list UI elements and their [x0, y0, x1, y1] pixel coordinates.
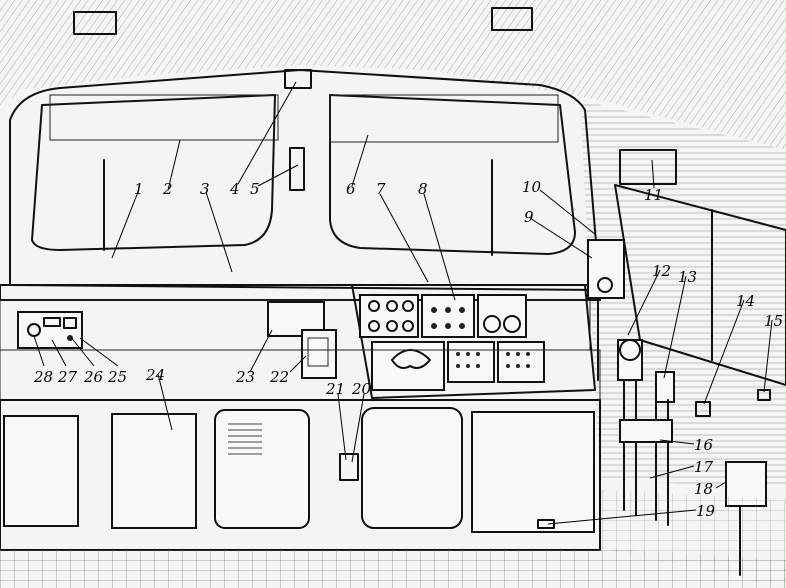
- switch-20-21: [339, 453, 359, 481]
- left-sun-visor: [49, 94, 279, 141]
- callout-23: 23: [235, 368, 255, 386]
- ceiling-light-left: [73, 11, 117, 35]
- callout-16: 16: [694, 436, 714, 454]
- callout-3: 3: [200, 180, 210, 198]
- cabinet-door-24: [111, 413, 197, 529]
- callout-8: 8: [418, 180, 428, 198]
- callout-14: 14: [736, 292, 755, 310]
- pedal-19: [537, 519, 555, 529]
- cabinet-door-3: [214, 409, 310, 529]
- button-panel-left: [447, 341, 495, 383]
- side-vent-grille: [619, 149, 677, 185]
- callout-10: 10: [522, 178, 542, 196]
- leader-lines: [33, 81, 773, 525]
- right-windshield: [329, 94, 576, 255]
- callout-12: 12: [652, 262, 671, 280]
- callout-27: 27: [57, 368, 78, 386]
- control-console: [351, 284, 596, 399]
- side-window: [614, 184, 786, 386]
- callout-1: 1: [134, 180, 144, 198]
- callout-13: 13: [678, 268, 697, 286]
- ceiling-light-right: [491, 7, 533, 31]
- gauge-panel-center: [421, 294, 475, 338]
- callout-6: 6: [346, 180, 356, 198]
- callout-9: 9: [524, 208, 534, 226]
- callout-19: 19: [696, 502, 716, 520]
- right-sun-visor: [329, 94, 559, 143]
- callout-24: 24: [145, 366, 165, 384]
- button-panel-right: [497, 341, 545, 383]
- cabinet-door-4: [361, 407, 463, 529]
- callout-18: 18: [694, 480, 713, 498]
- left-windshield: [31, 94, 276, 251]
- callout-25: 25: [107, 368, 127, 386]
- callout-11: 11: [644, 186, 663, 204]
- callout-15: 15: [764, 312, 783, 330]
- callout-20: 20: [351, 380, 372, 398]
- side-wall: [580, 100, 786, 488]
- center-lamp: [284, 69, 312, 89]
- ceiling: [0, 0, 786, 150]
- callout-2: 2: [162, 180, 173, 198]
- callout-5: 5: [250, 180, 260, 198]
- callout-21: 21: [325, 380, 345, 398]
- cabinet-door-1: [3, 415, 79, 527]
- callout-26: 26: [83, 368, 104, 386]
- center-vent: [289, 147, 305, 191]
- valve-block: [619, 419, 673, 443]
- callout-22: 22: [269, 368, 289, 386]
- callout-7: 7: [376, 180, 386, 198]
- gauge-panel-right: [477, 294, 527, 338]
- wall-switch-14: [695, 401, 711, 417]
- floor: [0, 548, 786, 588]
- handset: [301, 329, 337, 379]
- callout-17: 17: [694, 458, 714, 476]
- aux-valve: [655, 371, 675, 403]
- cabinet-door-5: [471, 411, 595, 533]
- callout-28: 28: [33, 368, 53, 386]
- callout-4: 4: [229, 180, 240, 198]
- signal-box: [587, 239, 625, 299]
